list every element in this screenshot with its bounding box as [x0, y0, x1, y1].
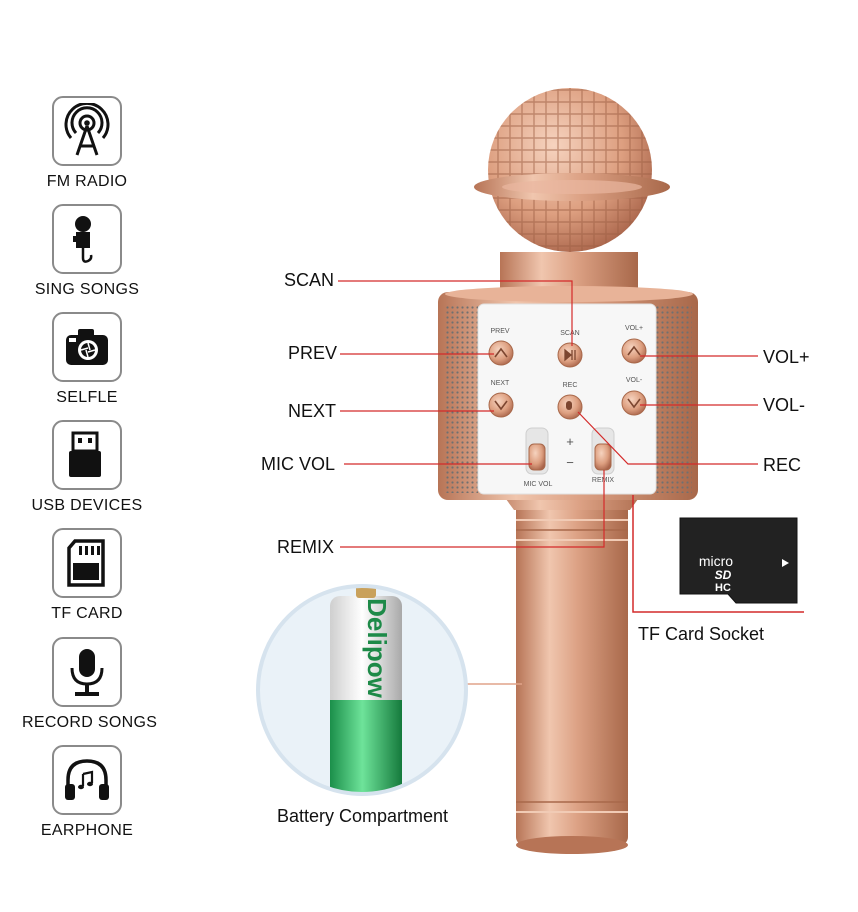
tf-socket-line: [632, 495, 804, 613]
panel-label-scan: SCAN: [560, 330, 579, 337]
speaker-grill-right: [656, 305, 692, 493]
sd-card-icon: [52, 528, 122, 598]
callout-mic-vol: MIC VOL: [261, 454, 336, 474]
callout-lines: [338, 280, 758, 548]
sd-brand-micro: micro: [699, 553, 733, 569]
usb-icon: [52, 420, 122, 490]
panel-label-rec: REC: [563, 382, 578, 389]
rec-button[interactable]: [557, 394, 583, 420]
speaker-grill-left: [444, 305, 478, 493]
micro-sd-card: micro SD HC: [679, 517, 798, 604]
feature-selfie: SELFLE: [22, 312, 152, 407]
feature-earphone: EARPHONE: [22, 745, 152, 840]
prev-button[interactable]: [488, 340, 514, 366]
sd-brand-sd: SD: [715, 568, 732, 582]
sd-brand-hc: HC: [715, 582, 731, 594]
callout-scan: SCAN: [284, 270, 335, 290]
headphones-icon: [52, 745, 122, 815]
feature-label: SING SONGS: [34, 281, 140, 298]
callout-rec: REC: [763, 455, 802, 475]
feature-record-songs: RECORD SONGS: [22, 637, 158, 732]
panel-label-vol-up: VOL+: [625, 325, 643, 332]
panel-label-mic-vol: MIC VOL: [524, 481, 553, 488]
vol-up-button[interactable]: [621, 338, 647, 364]
feature-usb-devices: USB DEVICES: [22, 420, 152, 515]
feature-label: USB DEVICES: [31, 497, 143, 514]
feature-fm-radio: FM RADIO: [22, 96, 152, 191]
microphone-icon: [52, 204, 122, 274]
panel-label-next: NEXT: [491, 380, 510, 387]
callout-next: NEXT: [288, 401, 337, 421]
remix-slider[interactable]: [591, 427, 615, 475]
feature-sing-songs: SING SONGS: [22, 204, 152, 299]
handle: [516, 500, 628, 845]
fm-radio-tower-icon: [52, 96, 122, 166]
camera-icon: [52, 312, 122, 382]
mic-vol-slider[interactable]: [525, 427, 549, 475]
battery-caption: Battery Compartment: [277, 806, 449, 826]
panel-label-vol-down: VOL-: [626, 377, 643, 384]
scan-button[interactable]: [557, 342, 583, 368]
feature-label: SELFLE: [56, 389, 118, 406]
record-microphone-icon: [52, 637, 122, 707]
feature-label: FM RADIO: [46, 173, 128, 190]
callout-vol-down: VOL-: [763, 395, 806, 415]
tf-card-caption: TF Card Socket: [638, 624, 765, 644]
panel-minus: −: [566, 455, 574, 470]
panel-label-remix: REMIX: [592, 477, 615, 484]
feature-label: RECORD SONGS: [22, 714, 158, 731]
battery-magnifier: Delipow: [256, 584, 468, 796]
vol-down-button[interactable]: [621, 390, 647, 416]
battery-brand: Delipow: [362, 598, 392, 698]
callout-prev: PREV: [288, 343, 338, 363]
feature-label: TF CARD: [51, 605, 123, 622]
feature-tf-card: TF CARD: [22, 528, 152, 623]
callout-remix: REMIX: [277, 537, 335, 557]
panel-label-prev: PREV: [490, 328, 509, 335]
callout-vol-up: VOL+: [763, 347, 810, 367]
panel-plus: +: [566, 434, 574, 449]
feature-label: EARPHONE: [40, 822, 134, 839]
next-button[interactable]: [488, 392, 514, 418]
